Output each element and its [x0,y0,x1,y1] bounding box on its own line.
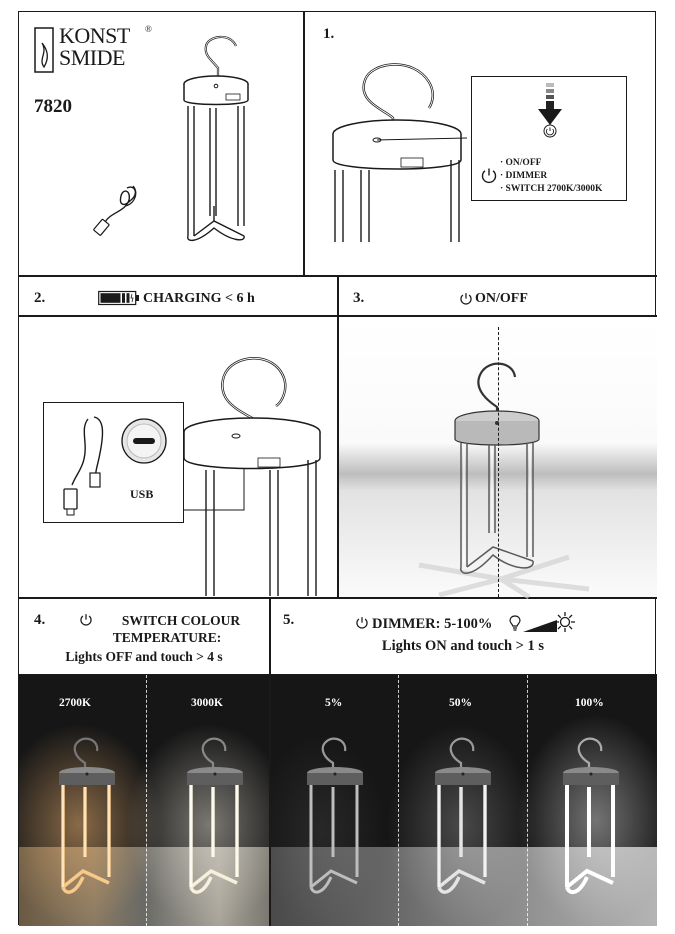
lamp-dim-100-illustration [563,737,619,895]
power-icon [356,617,368,629]
bulb-icon [509,615,521,631]
step-4-instruction: Lights OFF and touch > 4 s [65,649,223,664]
divider [303,12,305,276]
feature-dimmer: · DIMMER [500,171,548,181]
step-1-number: 1. [323,26,335,42]
lamp-charging-illustration [183,357,321,596]
usb-cable-icon [93,185,137,236]
usb-detail-box: USB [43,402,184,523]
step-4-number: 4. [34,612,46,628]
power-icon [80,614,92,626]
divider [337,275,339,598]
step-5-instruction: Lights ON and touch > 1 s [381,638,545,654]
lamp-warm-illustration [59,737,115,894]
brand-line-1: KONST [59,23,130,48]
step-4-title: SWITCH COLOUR TEMPERATURE: [59,612,269,646]
usb-port-icon [121,418,167,464]
lamp-dim-5-illustration [307,737,363,894]
option-2700k: 2700K [59,697,91,709]
lamp-lit-illustration [418,362,590,600]
divider-dashed [146,675,147,926]
instruction-sheet: KONST SMIDE ® 7820 1. [18,11,657,926]
divider-dashed [527,675,528,926]
usb-label: USB [130,487,154,501]
level-100: 100% [575,697,604,709]
warm-glow [19,715,169,926]
feature-on-off: · ON/OFF [500,158,542,168]
divider-dashed [398,675,399,926]
lamp-illustration [183,35,249,242]
feature-list: · ON/OFF · DIMMER · SWITCH 2700K/3000K [500,157,602,196]
brand-line-2: SMIDE [59,45,125,70]
floor [271,847,657,926]
registered-mark: ® [145,24,152,34]
step-5-title: DIMMER: 5-100% [372,616,493,632]
power-icon [460,293,472,305]
step-5-scene: 5% 50% 100% [271,675,657,926]
product-code: 7820 [34,96,72,117]
battery-icon [98,290,139,306]
step-3-title: ON/OFF [475,291,528,306]
lamp-dim-50-illustration [435,737,491,894]
step-4-title-line-1: SWITCH COLOUR [121,613,241,628]
brand-name: KONST SMIDE [59,25,130,69]
option-3000k: 3000K [191,697,223,709]
usb-cable-icon [63,416,104,516]
center-guide-line [498,327,499,597]
touch-switch-detail: · ON/OFF · DIMMER · SWITCH 2700K/3000K [471,76,627,201]
step-4-scene: 2700K 3000K [19,675,269,926]
lamp-neutral-illustration [187,737,243,894]
divider [19,597,657,599]
step-2-title: CHARGING < 6 h [143,291,255,306]
sun-icon [555,612,575,632]
glow-100 [511,705,657,926]
glow-5 [271,725,391,926]
dimmer-ramp-icon [523,620,557,632]
divider [269,597,271,926]
step-3-scene [339,317,657,600]
divider [19,674,657,676]
power-icon [481,168,497,184]
lamp-closeup-illustration [332,63,468,242]
level-50: 50% [449,697,472,709]
feature-switch: · SWITCH 2700K/3000K [500,184,603,194]
step-3-number: 3. [353,290,365,306]
arrow-down-icon [538,83,562,138]
step-4-title-line-2: TEMPERATURE: [112,630,222,645]
step-2-number: 2. [34,290,46,306]
step-5-number: 5. [283,612,295,628]
brand-logo-icon [34,27,54,73]
level-5: 5% [325,697,343,709]
